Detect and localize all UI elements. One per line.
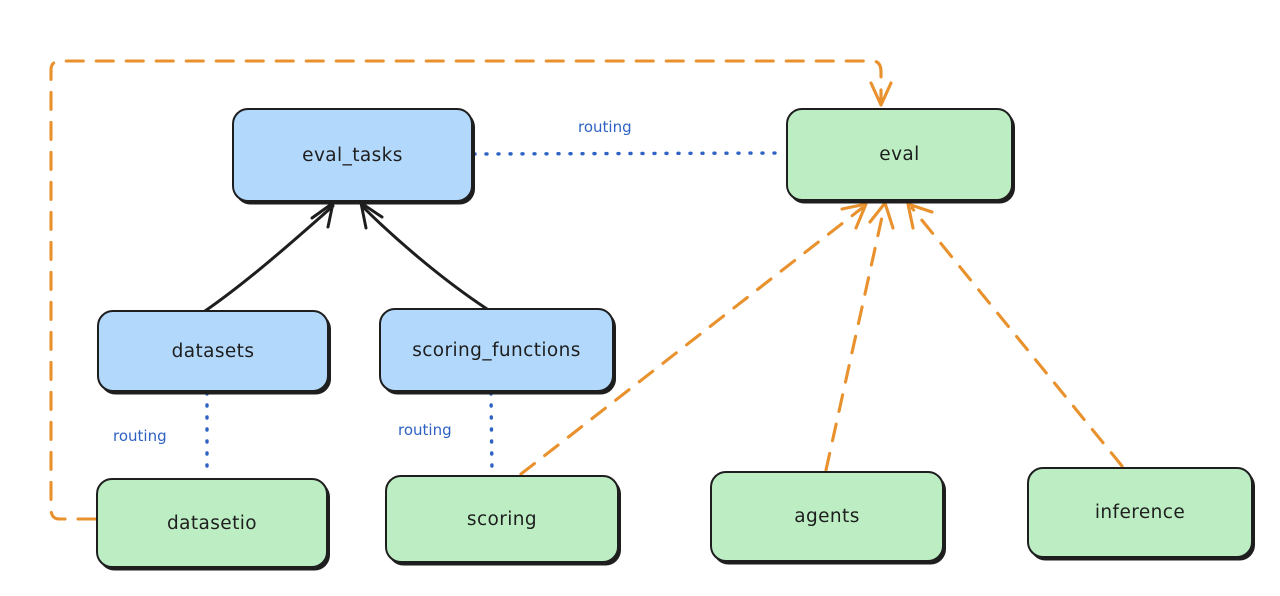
node-label: scoring [466, 508, 538, 530]
node-label: eval_tasks [302, 144, 403, 166]
edge-label-routing-eval-tasks-eval: routing [578, 118, 632, 136]
edge-label-routing-scoring-functions-scoring: routing [398, 421, 452, 439]
node-label: inference [1094, 502, 1186, 523]
edge-inference-to-eval [906, 202, 1124, 468]
edge-scoring-functions-to-eval-tasks [359, 201, 489, 311]
edge-scoring-functions-to-scoring-routing [489, 391, 494, 476]
node-label: datasets [171, 340, 255, 362]
edge-label-routing-datasets-datasetio: routing [113, 427, 167, 445]
node-eval-tasks[interactable]: eval_tasks [232, 108, 473, 202]
edge-eval-tasks-to-eval-routing [472, 151, 786, 156]
node-datasetio[interactable]: datasetio [96, 478, 328, 568]
node-datasets[interactable]: datasets [97, 310, 329, 392]
node-label: scoring_functions [412, 339, 581, 361]
node-agents[interactable]: agents [710, 471, 944, 562]
node-label: agents [794, 506, 860, 527]
node-scoring[interactable]: scoring [385, 475, 619, 563]
node-inference[interactable]: inference [1027, 467, 1253, 558]
node-scoring-functions[interactable]: scoring_functions [379, 308, 614, 392]
edge-agents-to-eval [824, 201, 895, 472]
node-eval[interactable]: eval [786, 108, 1013, 201]
node-label: eval [879, 144, 920, 165]
node-label: datasetio [166, 512, 257, 534]
edge-datasets-to-eval-tasks [203, 201, 335, 313]
